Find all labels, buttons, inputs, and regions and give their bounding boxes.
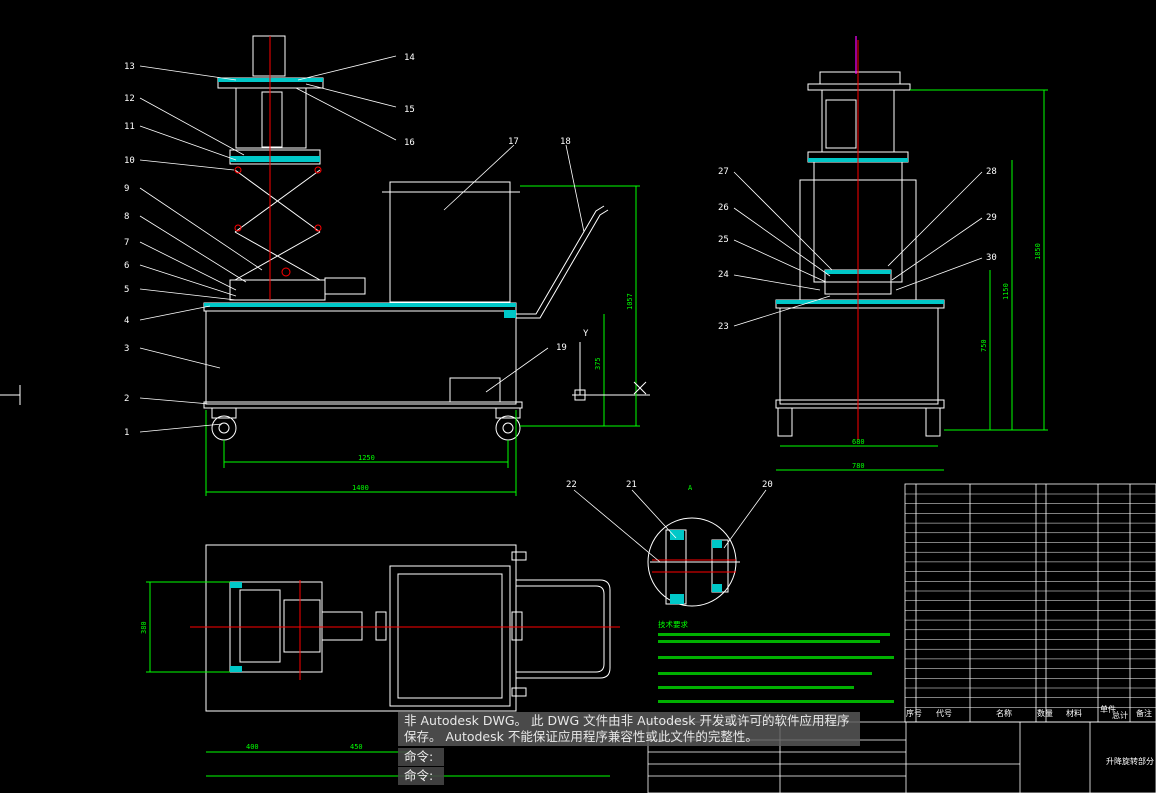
front-view bbox=[203, 35, 609, 441]
svg-text:代号: 代号 bbox=[936, 708, 952, 718]
notes-title: 技术要求 bbox=[658, 619, 688, 629]
callout-4: 4 bbox=[124, 316, 129, 326]
callout-3: 3 bbox=[124, 344, 129, 354]
callout-16: 16 bbox=[404, 138, 415, 148]
side-view-dimensions bbox=[776, 89, 1048, 471]
detail-view-a bbox=[647, 517, 740, 607]
callout-8: 8 bbox=[124, 212, 129, 222]
callout-29: 29 bbox=[986, 213, 997, 223]
callout-28: 28 bbox=[986, 167, 997, 177]
detail-view-red bbox=[652, 559, 736, 573]
svg-text:450: 450 bbox=[350, 743, 363, 751]
front-view-dim-text: 1250 1400 1057 375 bbox=[352, 293, 634, 492]
drawing-name: 升降旋转部分 bbox=[1106, 756, 1154, 766]
callout-20: 20 bbox=[762, 480, 773, 490]
svg-text:1400: 1400 bbox=[352, 484, 369, 492]
side-view-dim-text: 680 780 1850 1150 750 bbox=[852, 243, 1042, 470]
callout-23: 23 bbox=[718, 322, 729, 332]
svg-text:材料: 材料 bbox=[1066, 708, 1082, 718]
callout-22: 22 bbox=[566, 480, 577, 490]
callout-15: 15 bbox=[404, 105, 415, 115]
front-callout-labels: 13 12 11 10 9 8 7 6 5 4 3 2 1 14 15 16 1… bbox=[124, 53, 571, 438]
banner-line-2: 保存。 Autodesk 不能保证应用程序兼容性或此文件的完整性。 bbox=[404, 729, 758, 744]
svg-text:总计: 总计 bbox=[1112, 710, 1128, 720]
svg-text:1150: 1150 bbox=[1002, 283, 1010, 300]
command-history-line: 命令: bbox=[398, 748, 444, 766]
side-leaders bbox=[733, 171, 983, 327]
front-leaders bbox=[139, 55, 585, 433]
top-view bbox=[205, 544, 611, 712]
ucs-icon bbox=[574, 342, 647, 401]
side-view bbox=[775, 71, 945, 437]
detail-view-hatch bbox=[670, 530, 722, 604]
dwg-warning-banner: 非 Autodesk DWG。 此 DWG 文件由非 Autodesk 开发或许… bbox=[398, 712, 860, 746]
front-view-hatch bbox=[204, 78, 516, 318]
svg-text:名称: 名称 bbox=[996, 708, 1012, 718]
svg-text:单件: 单件 bbox=[1100, 704, 1116, 714]
callout-14: 14 bbox=[404, 53, 415, 63]
svg-text:375: 375 bbox=[594, 357, 602, 370]
callout-5: 5 bbox=[124, 285, 129, 295]
banner-line-1: 非 Autodesk DWG。 此 DWG 文件由非 Autodesk 开发或许… bbox=[404, 713, 850, 728]
side-callout-labels: 27 26 25 24 23 28 29 30 bbox=[718, 167, 997, 332]
front-view-red bbox=[234, 36, 322, 300]
command-input-line[interactable]: 命令: bbox=[398, 767, 444, 785]
top-view-red bbox=[190, 580, 620, 680]
top-view-dim-text: 400 450 380 bbox=[140, 621, 363, 751]
svg-text:序号: 序号 bbox=[906, 708, 922, 718]
callout-9: 9 bbox=[124, 184, 129, 194]
svg-text:400: 400 bbox=[246, 743, 259, 751]
svg-text:数量: 数量 bbox=[1037, 708, 1053, 718]
top-view-green-hatch bbox=[230, 582, 242, 672]
callout-18: 18 bbox=[560, 137, 571, 147]
callout-12: 12 bbox=[124, 94, 135, 104]
ucs-x-label: X bbox=[647, 385, 653, 395]
command-line-area[interactable]: 非 Autodesk DWG。 此 DWG 文件由非 Autodesk 开发或许… bbox=[398, 712, 860, 793]
callout-6: 6 bbox=[124, 261, 129, 271]
callout-24: 24 bbox=[718, 270, 729, 280]
parts-list-rows bbox=[905, 493, 1156, 708]
callout-17: 17 bbox=[508, 137, 519, 147]
detail-callout-labels: 22 21 20 A bbox=[566, 480, 773, 492]
parts-list-header: 序号 代号 名称 数量 材料 单件 总计 备注 bbox=[906, 704, 1152, 720]
parts-list-table bbox=[904, 483, 1156, 723]
callout-26: 26 bbox=[718, 203, 729, 213]
ucs-y-label: Y bbox=[583, 329, 589, 339]
detail-label: A bbox=[688, 484, 693, 492]
front-view-dimensions bbox=[205, 185, 640, 496]
callout-27: 27 bbox=[718, 167, 729, 177]
callout-30: 30 bbox=[986, 253, 997, 263]
svg-text:1250: 1250 bbox=[358, 454, 375, 462]
detail-leaders bbox=[573, 489, 767, 563]
svg-text:1057: 1057 bbox=[626, 293, 634, 310]
title-block bbox=[647, 721, 1156, 793]
svg-text:780: 780 bbox=[852, 462, 865, 470]
callout-21: 21 bbox=[626, 480, 637, 490]
technical-notes: 技术要求 bbox=[658, 619, 894, 703]
svg-text:750: 750 bbox=[980, 339, 988, 352]
svg-text:备注: 备注 bbox=[1136, 708, 1152, 718]
svg-text:380: 380 bbox=[140, 621, 148, 634]
svg-text:1850: 1850 bbox=[1034, 243, 1042, 260]
callout-13: 13 bbox=[124, 62, 135, 72]
callout-25: 25 bbox=[718, 235, 729, 245]
callout-10: 10 bbox=[124, 156, 135, 166]
callout-7: 7 bbox=[124, 238, 129, 248]
callout-2: 2 bbox=[124, 394, 129, 404]
callout-19: 19 bbox=[556, 343, 567, 353]
svg-text:680: 680 bbox=[852, 438, 865, 446]
callout-11: 11 bbox=[124, 122, 135, 132]
callout-1: 1 bbox=[124, 428, 129, 438]
